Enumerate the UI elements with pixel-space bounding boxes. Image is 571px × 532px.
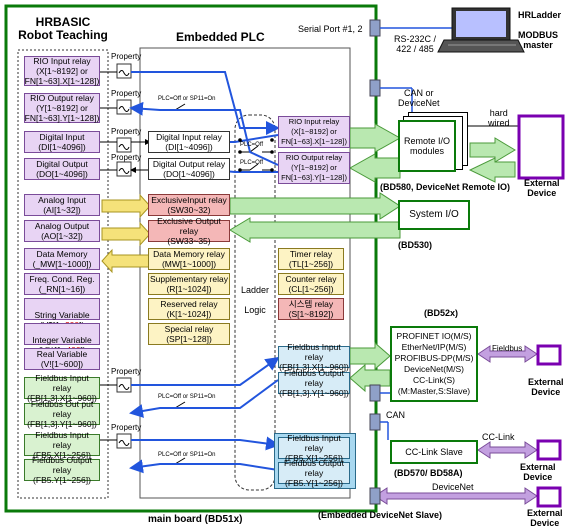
- left-fb5-input-box: Fieldbus Input relay (FB5.X[1~256]): [24, 430, 100, 460]
- can-label: CAN: [386, 410, 406, 420]
- fieldbus-label: Fieldbus: [492, 344, 523, 353]
- left-rio-output-box: RIO Output relay (Y[1~8192] or FN[1~63].…: [24, 93, 100, 123]
- embedded-plc-title: Embedded PLC: [176, 30, 265, 44]
- center-fb5-input-box: Fieldbus Input relay (FB5.X[1~256]): [278, 433, 350, 463]
- serial-port-label: Serial Port #1, 2: [298, 24, 363, 34]
- left-integer-variable-box: Integer Variable (V%[1~400]): [24, 323, 100, 355]
- plc-label-mid-b: PLC=Off: [240, 160, 264, 166]
- center-rio-input-box: RIO Input relay (X[1~8192] or FN[1~63].X…: [278, 116, 350, 148]
- center-di-relay-box: Digital Input relay (DI[1~4096]): [148, 131, 230, 153]
- center-special-box: Special relay (SP[1~128]): [148, 323, 230, 345]
- hard-wired-label: hard wired: [488, 108, 510, 128]
- bd530-label: (BD530): [398, 240, 433, 250]
- can-devicenet-label: CAN or DeviceNet: [398, 88, 440, 108]
- property-label: Property: [111, 153, 142, 162]
- fieldbus-module-box: PROFINET IO(M/S) EtherNet/IP(M/S) PROFIB…: [390, 326, 478, 402]
- plc-label-fb1: PLC=Off or SP11=On: [158, 394, 216, 400]
- center-reserved-box: Reserved relay (K[1~1024]): [148, 298, 230, 320]
- left-analog-input-box: Analog Input (AI[1~32]): [24, 194, 100, 216]
- cc-link-label: CC-Link: [482, 432, 515, 442]
- hrladder-label: HRLadder: [518, 10, 562, 20]
- left-freq-cond-box: Freq. Cond. Reg. (_RN[1~16]): [24, 273, 100, 295]
- property-label: Property: [111, 423, 142, 432]
- left-digital-output-box: Digital Output (DO[1~4096]): [24, 158, 100, 180]
- rs232-label: RS-232C / 422 / 485: [394, 34, 437, 54]
- cc-link-slave-box: CC-Link Slave: [390, 440, 478, 464]
- devicenet-label: DeviceNet: [432, 482, 474, 492]
- center-fb5-output-box: Fieldbus Output relay (FB5.Y[1~256]): [278, 458, 350, 488]
- remote-io-modules: Remote I/O modules: [398, 120, 456, 172]
- center-fb13-input-box: Fieldbus Input relay (FB[1,3].X[1~960]): [278, 342, 350, 372]
- left-fb13-input-box: Fieldbus Input relay (FB[1,3].X[1~960]): [24, 373, 100, 403]
- property-label: Property: [111, 52, 142, 61]
- embedded-devicenet-label: (Embedded DeviceNet Slave): [318, 510, 443, 520]
- hrbasic-panel: [17, 49, 109, 499]
- external-device-3-label: External Device: [520, 462, 556, 482]
- center-timer-box: Timer relay (TL[1~256]): [278, 248, 344, 270]
- left-string-variable-box: String Variable (V$[1~200]): [24, 298, 100, 330]
- bd570-label: (BD570/ BD58A): [394, 468, 463, 478]
- left-fb13-output-box: Fieldbus Out put relay (FB[1,3].Y[1~960]…: [24, 399, 100, 429]
- left-digital-input-box: Digital Input (DI[1~4096]): [24, 131, 100, 153]
- ladder-logic-region: [234, 114, 276, 491]
- center-do-relay-box: Digital Output relay (DO[1~4096]): [148, 158, 230, 180]
- plc-label-top: PLC=Off or SP11=On: [158, 96, 216, 102]
- plc-label-mid-a: PLC=Off: [240, 142, 264, 148]
- bd52x-label: (BD52x): [424, 308, 459, 318]
- external-device-4-label: External Device: [527, 508, 563, 528]
- left-real-variable-box: Real Variable (V![1~600]): [24, 348, 100, 370]
- left-panel-title: HRBASIC Robot Teaching: [18, 15, 108, 42]
- external-device-1-label: External Device: [524, 178, 560, 198]
- property-label: Property: [111, 367, 142, 376]
- center-counter-box: Counter relay (CL[1~256]): [278, 273, 344, 295]
- property-label: Property: [111, 127, 142, 136]
- external-device-2-label: External Device: [528, 377, 564, 397]
- ladder-logic-label: Ladder Logic: [240, 285, 270, 315]
- bd580-label: (BD580, DeviceNet Remote IO): [380, 182, 511, 192]
- main-board-label: main board (BD51x): [148, 514, 243, 525]
- center-data-memory-box: Data Memory relay (MW[1~1000]): [148, 248, 230, 270]
- left-analog-output-box: Analog Output (AO[1~32]): [24, 220, 100, 242]
- center-fb13-output-box: Fieldbus Output relay (FB[1,3].Y[1~960]): [278, 368, 350, 398]
- system-io-box: System I/O: [398, 200, 470, 230]
- center-rio-output-box: RIO Output relay (Y[1~8192] or FN[1~63].…: [278, 152, 350, 184]
- laptop-icon: [437, 7, 525, 53]
- center-supplementary-box: Supplementary relay (R[1~1024]): [148, 273, 230, 295]
- plc-label-fb2: PLC=Off or SP11=On: [158, 452, 216, 458]
- center-exclusive-output-box: Exclusive Output relay (SW33~35): [148, 216, 230, 246]
- main-board-frame: [4, 4, 378, 513]
- left-data-memory-box: Data Memory (_MW[1~1000]): [24, 248, 100, 270]
- center-system-relay-box: 시스템 relay (S[1~8192]): [278, 298, 344, 320]
- center-exclusive-input-box: ExclusiveInput relay (SW30~32): [148, 194, 230, 216]
- property-label: Property: [111, 89, 142, 98]
- left-fb5-output-box: Fieldbus Output relay (FB5.Y[1~256]): [24, 455, 100, 485]
- left-rio-input-box: RIO Input relay (X[1~8192] or FN[1~63].X…: [24, 56, 100, 86]
- modbus-label: MODBUS master: [518, 30, 558, 50]
